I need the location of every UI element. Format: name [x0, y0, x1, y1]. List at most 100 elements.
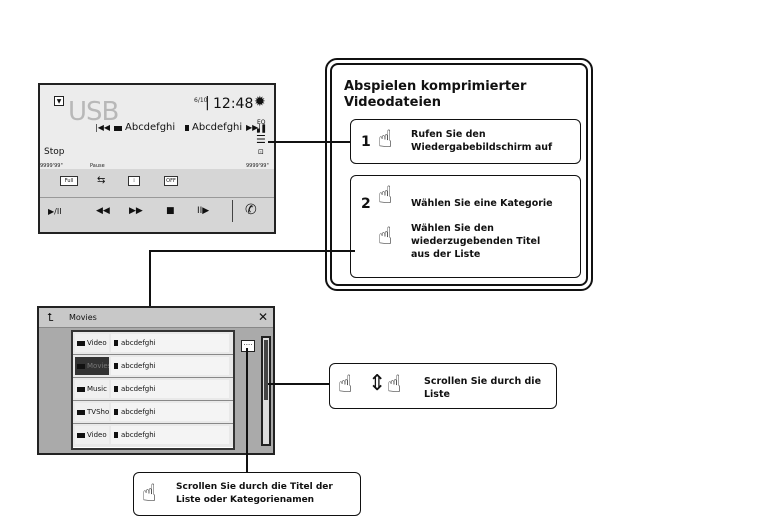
title-label: abcdefghi — [121, 362, 156, 370]
step2b-text: Wählen Sie den wiederzugebenden Titel au… — [411, 223, 541, 260]
settings-gear-icon[interactable]: ✹ — [254, 94, 266, 110]
hand-touch-icon: ☝ — [378, 181, 393, 209]
category-item[interactable]: TVShows — [75, 403, 109, 421]
off-label: OFF — [166, 178, 176, 184]
screen-mode-icon[interactable]: ⊡ — [258, 148, 264, 156]
title-label: abcdefghi — [121, 339, 156, 347]
scroll-titles-callout: ☝ Scrollen Sie durch die Titel der Liste… — [133, 472, 361, 516]
instructions-inner-frame: Abspielen komprimierter Videodateien 1 ☝… — [330, 63, 588, 286]
connector-step1 — [268, 141, 350, 143]
hand-touch-icon: ☝ — [378, 222, 393, 250]
eq-bars-icon[interactable]: ▖▌ — [257, 125, 268, 133]
step2-box: 2 ☝ Wählen Sie eine Kategorie ☝ Wählen S… — [350, 175, 581, 278]
slow-forward-icon[interactable]: II▶ — [197, 206, 210, 216]
screen-size-button[interactable]: Full — [60, 176, 78, 186]
scroll-list-callout: ☝ ⇕ ☝ Scrollen Sie durch die Liste — [329, 363, 557, 409]
step2a-text: Wählen Sie eine Kategorie — [411, 198, 553, 209]
hand-touch-icon: ☝ — [338, 370, 353, 398]
scroll-titles-text: Scrollen Sie durch die Titel der Liste o… — [176, 482, 333, 505]
folder-icon — [77, 432, 85, 438]
track-title-left: Abcdefghi — [125, 122, 176, 133]
title-label: abcdefghi — [121, 408, 156, 416]
control-divider — [40, 197, 274, 198]
connector-scroll-list — [268, 383, 330, 385]
title-item[interactable]: abcdefghi — [111, 380, 229, 398]
list-row[interactable]: TVShows abcdefghi — [73, 401, 233, 424]
shuffle-button[interactable]: ⁞ — [128, 176, 140, 186]
title-item[interactable]: abcdefghi — [111, 334, 229, 352]
scrollbar-thumb[interactable] — [264, 340, 268, 400]
control-separator — [232, 200, 233, 222]
list-header: ⮤ Movies ✕ — [39, 308, 273, 328]
movies-list-screen: ⮤ Movies ✕ Video abcdefghi Movies abcdef… — [37, 306, 275, 455]
file-icon — [114, 386, 118, 392]
step2-number: 2 — [361, 196, 371, 212]
more-options-button[interactable]: ···· — [241, 340, 255, 352]
list-row[interactable]: Video abcdefghi — [73, 424, 233, 447]
source-menu-button[interactable]: ▼ — [54, 96, 64, 106]
list-header-title: Movies — [69, 313, 97, 322]
scroll-list-text: Scrollen Sie durch die Liste — [424, 376, 542, 400]
title-item[interactable]: abcdefghi — [111, 426, 229, 444]
more-label: ···· — [243, 341, 253, 349]
list-row[interactable]: Video abcdefghi — [73, 332, 233, 355]
file-icon — [114, 432, 118, 438]
panel-title: Abspielen komprimierter Videodateien — [344, 79, 527, 110]
category-label: Movies — [87, 362, 109, 370]
rewind-icon[interactable]: ◀◀ — [96, 206, 110, 216]
fast-forward-icon[interactable]: ▶▶ — [129, 206, 143, 216]
step1-box: 1 ☝ Rufen Sie den Wiedergabebildschirm a… — [350, 119, 581, 164]
connector-step2-vertical — [149, 250, 151, 330]
off-button[interactable]: OFF — [164, 176, 178, 186]
list-container: Video abcdefghi Movies abcdefghi Music a… — [71, 330, 235, 450]
category-label: Video — [87, 339, 107, 347]
category-item[interactable]: Music — [75, 380, 109, 398]
up-down-arrow-icon: ⇕ — [368, 371, 387, 396]
play-pause-icon[interactable]: ▶/II — [48, 207, 62, 216]
hand-touch-icon: ☝ — [378, 125, 393, 153]
file-icon — [114, 340, 118, 346]
folder-icon — [77, 409, 85, 415]
elapsed-time: 9999'99" — [40, 163, 63, 169]
category-item[interactable]: Video — [75, 334, 109, 352]
pause-label: Pause — [90, 163, 105, 169]
title-item[interactable]: abcdefghi — [111, 403, 229, 421]
category-label: TVShows — [87, 408, 109, 416]
folder-icon — [114, 126, 122, 131]
source-label: USB — [68, 97, 119, 127]
hand-touch-icon: ☝ — [387, 370, 402, 398]
title-item[interactable]: abcdefghi — [111, 357, 229, 375]
step1-text: Rufen Sie den Wiedergabebildschirm auf — [411, 129, 553, 153]
playback-info-area: ▼ USB 6/10 | 12:48 ✹ |◀◀ Abcdefghi Abcde… — [40, 85, 274, 169]
category-item-selected[interactable]: Movies — [75, 357, 109, 375]
category-item[interactable]: Video — [75, 426, 109, 444]
eq-label[interactable]: EQ — [257, 119, 266, 126]
phone-icon[interactable]: ✆ — [245, 202, 257, 218]
file-icon — [114, 409, 118, 415]
full-label: Full — [64, 178, 74, 184]
repeat-icon[interactable]: ⇆ — [97, 175, 106, 186]
close-icon[interactable]: ✕ — [258, 310, 269, 324]
instructions-panel: Abspielen komprimierter Videodateien 1 ☝… — [325, 58, 593, 291]
folder-icon — [77, 363, 85, 369]
stop-icon[interactable]: ■ — [166, 206, 175, 216]
title-label: abcdefghi — [121, 385, 156, 393]
back-arrow-icon[interactable]: ⮤ — [47, 311, 54, 324]
category-label: Video — [87, 431, 107, 439]
connector-step2-horizontal — [149, 250, 355, 252]
step1-number: 1 — [361, 134, 371, 150]
previous-track-icon[interactable]: |◀◀ — [95, 123, 110, 132]
clock-text: 12:48 — [213, 96, 254, 112]
folder-icon — [77, 340, 85, 346]
folder-icon — [77, 386, 85, 392]
clock-divider: | — [205, 95, 210, 111]
hand-touch-icon: ☝ — [142, 479, 157, 507]
list-row[interactable]: Music abcdefghi — [73, 378, 233, 401]
list-icon[interactable]: ☰ — [256, 133, 266, 146]
track-counter: 6/10 — [194, 97, 208, 104]
category-label: Music — [87, 385, 107, 393]
next-track-icon[interactable]: ▶▶| — [246, 123, 261, 132]
video-playback-screen: ▼ USB 6/10 | 12:48 ✹ |◀◀ Abcdefghi Abcde… — [38, 83, 276, 234]
title-label: abcdefghi — [121, 431, 156, 439]
list-row[interactable]: Movies abcdefghi — [73, 355, 233, 378]
